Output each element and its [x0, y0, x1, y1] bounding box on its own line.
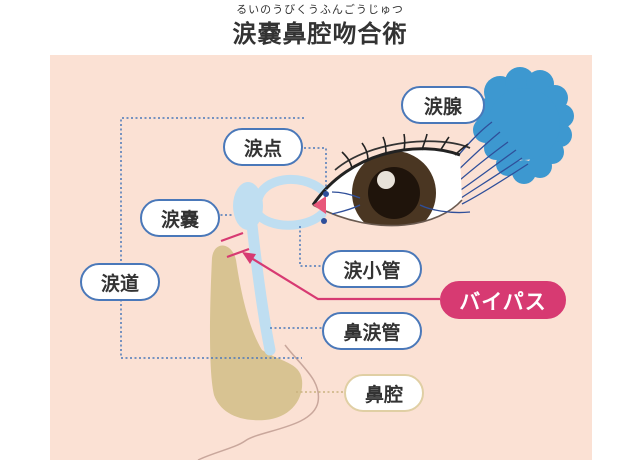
canaliculus-leader [299, 226, 322, 267]
tear-flow-arrows [331, 191, 471, 215]
face-outline [197, 344, 320, 460]
lower-eyelid-line [312, 199, 463, 227]
page-title: 涙嚢鼻腔吻合術 [232, 20, 408, 48]
iris-group [352, 151, 436, 226]
lacrimal-sac-shape [233, 182, 263, 230]
nasal-cavity-shape [210, 245, 303, 421]
label-lacrimal-gland: 涙腺 [401, 86, 485, 124]
label-nasal-cavity: 鼻腔 [344, 374, 424, 412]
bypass-arrow-head [242, 252, 256, 264]
label-canaliculus: 涙小管 [322, 250, 422, 288]
bypass-arrow-line [247, 255, 440, 301]
caruncle [313, 196, 326, 214]
lower-punctum-dot [321, 218, 327, 224]
lower-canaliculus [253, 209, 327, 230]
label-lacrimal-sac: 涙嚢 [140, 199, 220, 237]
label-lacrimal-duct: 涙道 [80, 263, 160, 301]
punctum-leader [304, 147, 327, 190]
title-ruby: るいのうびくうふんごうじゅつ [236, 3, 404, 16]
label-nasolacrimal-duct: 鼻涙管 [322, 312, 422, 350]
label-punctum: 涙点 [223, 128, 303, 166]
bypass-marker [220, 231, 250, 259]
nasolacrimal-duct-tube [246, 219, 276, 356]
pupil [368, 167, 420, 219]
upper-punctum-dot [323, 191, 329, 197]
lacrimal-gland-shape [473, 67, 574, 184]
pupil-highlight [377, 171, 395, 189]
eyelashes [341, 133, 469, 169]
label-bypass: バイパス [440, 281, 566, 319]
duct-bracket [120, 117, 304, 359]
